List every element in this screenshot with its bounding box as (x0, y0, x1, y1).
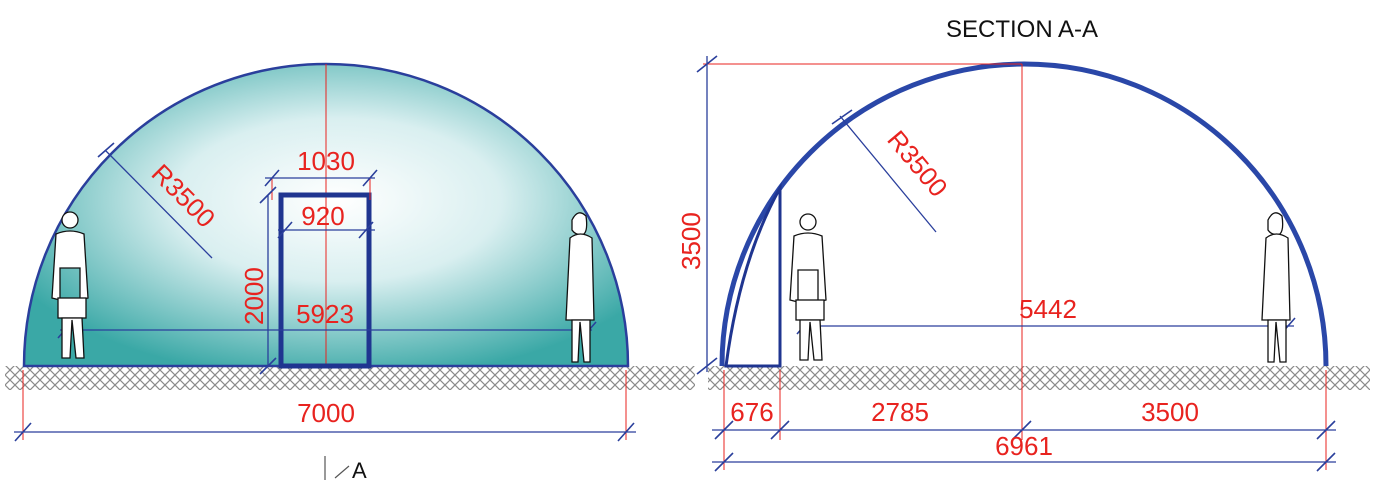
section-segment-tick-1 (714, 420, 734, 440)
section-title: SECTION A-A (946, 16, 1098, 43)
section-radius-leader (839, 115, 937, 233)
section-overall-width-label: 6961 (995, 431, 1053, 461)
front-door-inner-tick-left (277, 221, 293, 239)
section-marker-arrow (334, 465, 350, 479)
section-height-label: 3500 (676, 212, 706, 270)
section-interior-width-label: 5442 (1019, 294, 1077, 324)
section-end-wall (724, 182, 782, 368)
front-man-figure (51, 211, 89, 359)
section-man-figure (789, 213, 827, 361)
front-door-outer-tick-right (362, 169, 378, 187)
front-door-outer-width-label: 1030 (297, 146, 355, 176)
section-right-span-label: 3500 (1141, 397, 1199, 427)
front-door-frame[interactable] (278, 192, 372, 369)
section-height-tick-top (696, 55, 718, 73)
section-height-tick-bottom (696, 357, 718, 375)
section-overall-tick-right (1316, 452, 1336, 472)
ground-hatch-left (5, 366, 695, 390)
front-view: R3500 1030 920 2000 5923 7000 (14, 62, 636, 483)
section-segment-tick-4 (1316, 420, 1336, 440)
front-door-height-tick-bottom (259, 357, 277, 375)
section-view: SECTION A-A 3500 R3500 5442 676 2785 350… (676, 16, 1336, 472)
section-overall-tick-left (714, 452, 734, 472)
section-radius-label: R3500 (881, 125, 953, 203)
ground-hatch-right (708, 366, 1370, 390)
section-segment-tick-3 (1012, 420, 1032, 440)
front-radius-leader (104, 149, 213, 259)
front-overall-tick-left (14, 422, 32, 442)
front-woman-figure (565, 212, 595, 363)
section-marker-label: A (352, 458, 367, 483)
front-door-inner-width-label: 920 (301, 201, 344, 231)
front-overall-tick-right (617, 422, 635, 442)
front-interior-width-label: 5923 (296, 299, 354, 329)
front-door-height-label: 2000 (239, 267, 269, 325)
section-segment-tick-2 (770, 420, 790, 440)
front-door-height-tick-top (259, 186, 277, 204)
section-arch (719, 61, 1329, 367)
section-woman-figure (1261, 212, 1291, 363)
section-left-offset-label: 676 (730, 397, 773, 427)
section-middle-span-label: 2785 (871, 397, 929, 427)
front-door-inner-tick-right (358, 221, 374, 239)
front-radius-tick (97, 142, 115, 158)
section-radius-tick (831, 109, 853, 125)
front-overall-width-label: 7000 (297, 398, 355, 428)
front-door-outer-tick-left (264, 169, 280, 187)
